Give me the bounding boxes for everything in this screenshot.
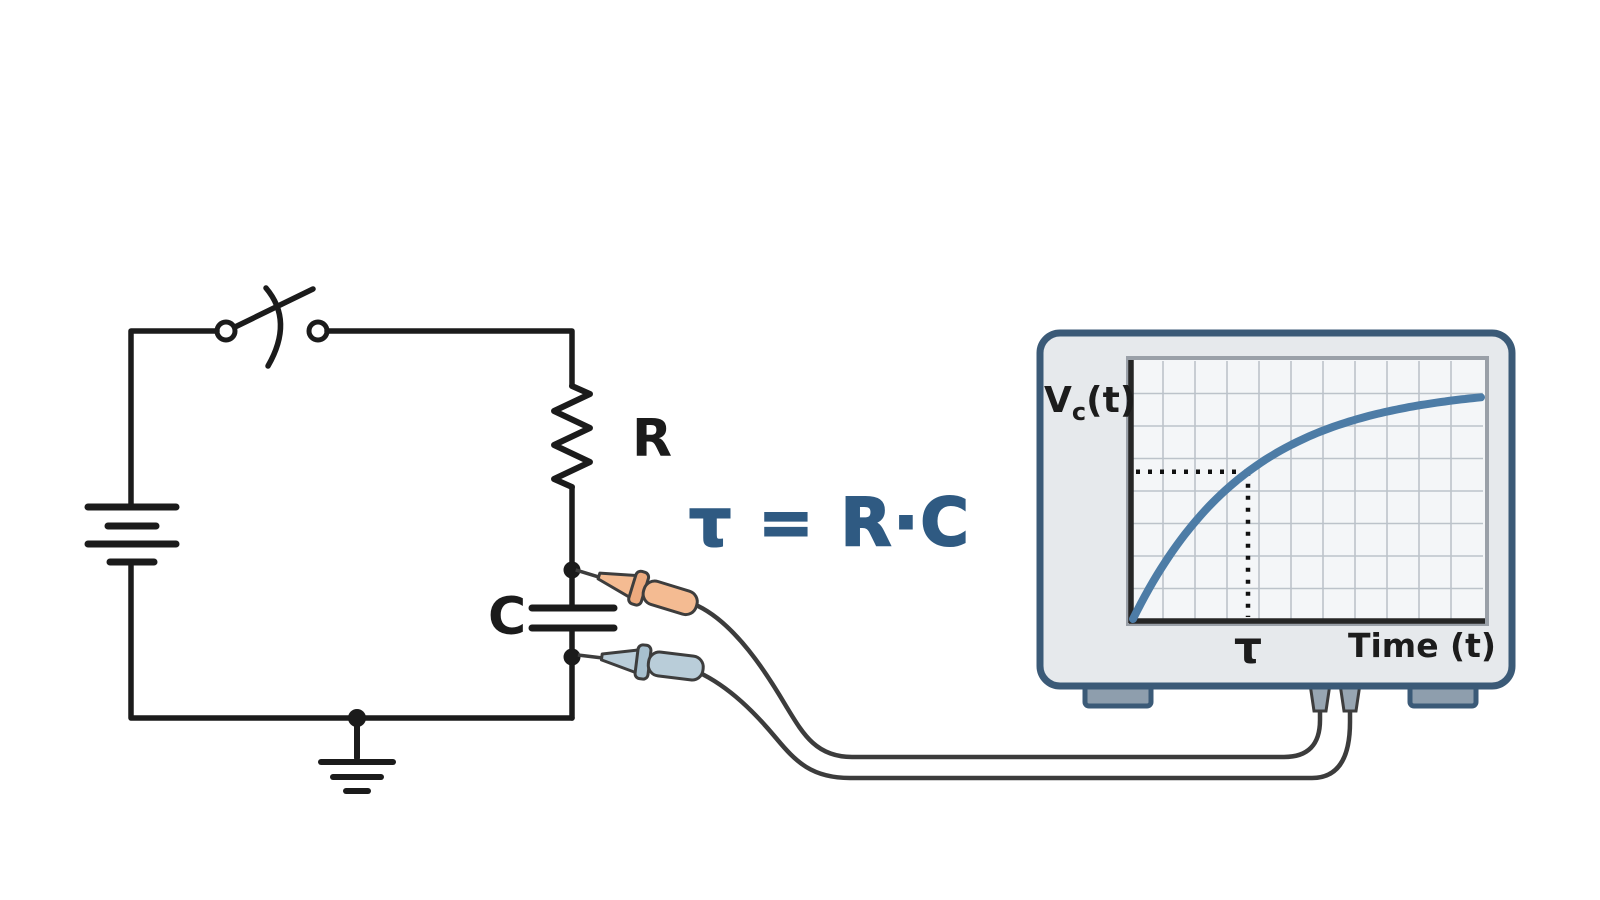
signal-probe	[575, 568, 699, 617]
resistor	[551, 383, 593, 490]
oscilloscope: Vc(t) τ Time (t)	[1036, 329, 1516, 713]
switch-arc	[263, 285, 284, 369]
capacitor-label: C	[488, 587, 526, 647]
signal-probe-cable	[695, 603, 1323, 760]
battery	[84, 503, 180, 566]
tau-tick-label: τ	[1234, 623, 1262, 674]
ground-probe-handle	[646, 650, 705, 682]
wire-top-right	[324, 328, 575, 389]
node-ground	[348, 709, 366, 727]
time-constant-formula: τ = R·C	[689, 484, 971, 561]
y-axis-label: Vc(t)	[1044, 380, 1136, 426]
wire-top-left	[128, 328, 220, 508]
switch-blade	[232, 286, 316, 330]
signal-probe-needle	[575, 568, 602, 580]
switch-right-terminal	[306, 319, 330, 343]
wire-left-bottom	[128, 561, 575, 721]
y-label-V: V	[1044, 380, 1072, 421]
node-cap-top	[563, 561, 581, 579]
ground-symbol	[318, 715, 396, 794]
ground-probe-needle	[577, 653, 604, 660]
charging-curve	[1129, 393, 1485, 623]
y-label-of-t: (t)	[1086, 380, 1136, 421]
switch-left-terminal	[214, 319, 238, 343]
switch	[214, 285, 330, 369]
ground-probe	[577, 643, 705, 682]
node-cap-bottom	[563, 648, 581, 666]
probe-cables	[695, 603, 1353, 781]
resistor-label: R	[632, 409, 672, 469]
signal-probe-handle	[641, 579, 699, 617]
junction-dots	[348, 561, 581, 727]
y-label-sub-c: c	[1072, 398, 1086, 426]
capacitor	[528, 604, 618, 632]
ground-probe-cable	[695, 669, 1353, 781]
x-axis-label: Time (t)	[1348, 626, 1496, 665]
circuit	[84, 285, 618, 794]
